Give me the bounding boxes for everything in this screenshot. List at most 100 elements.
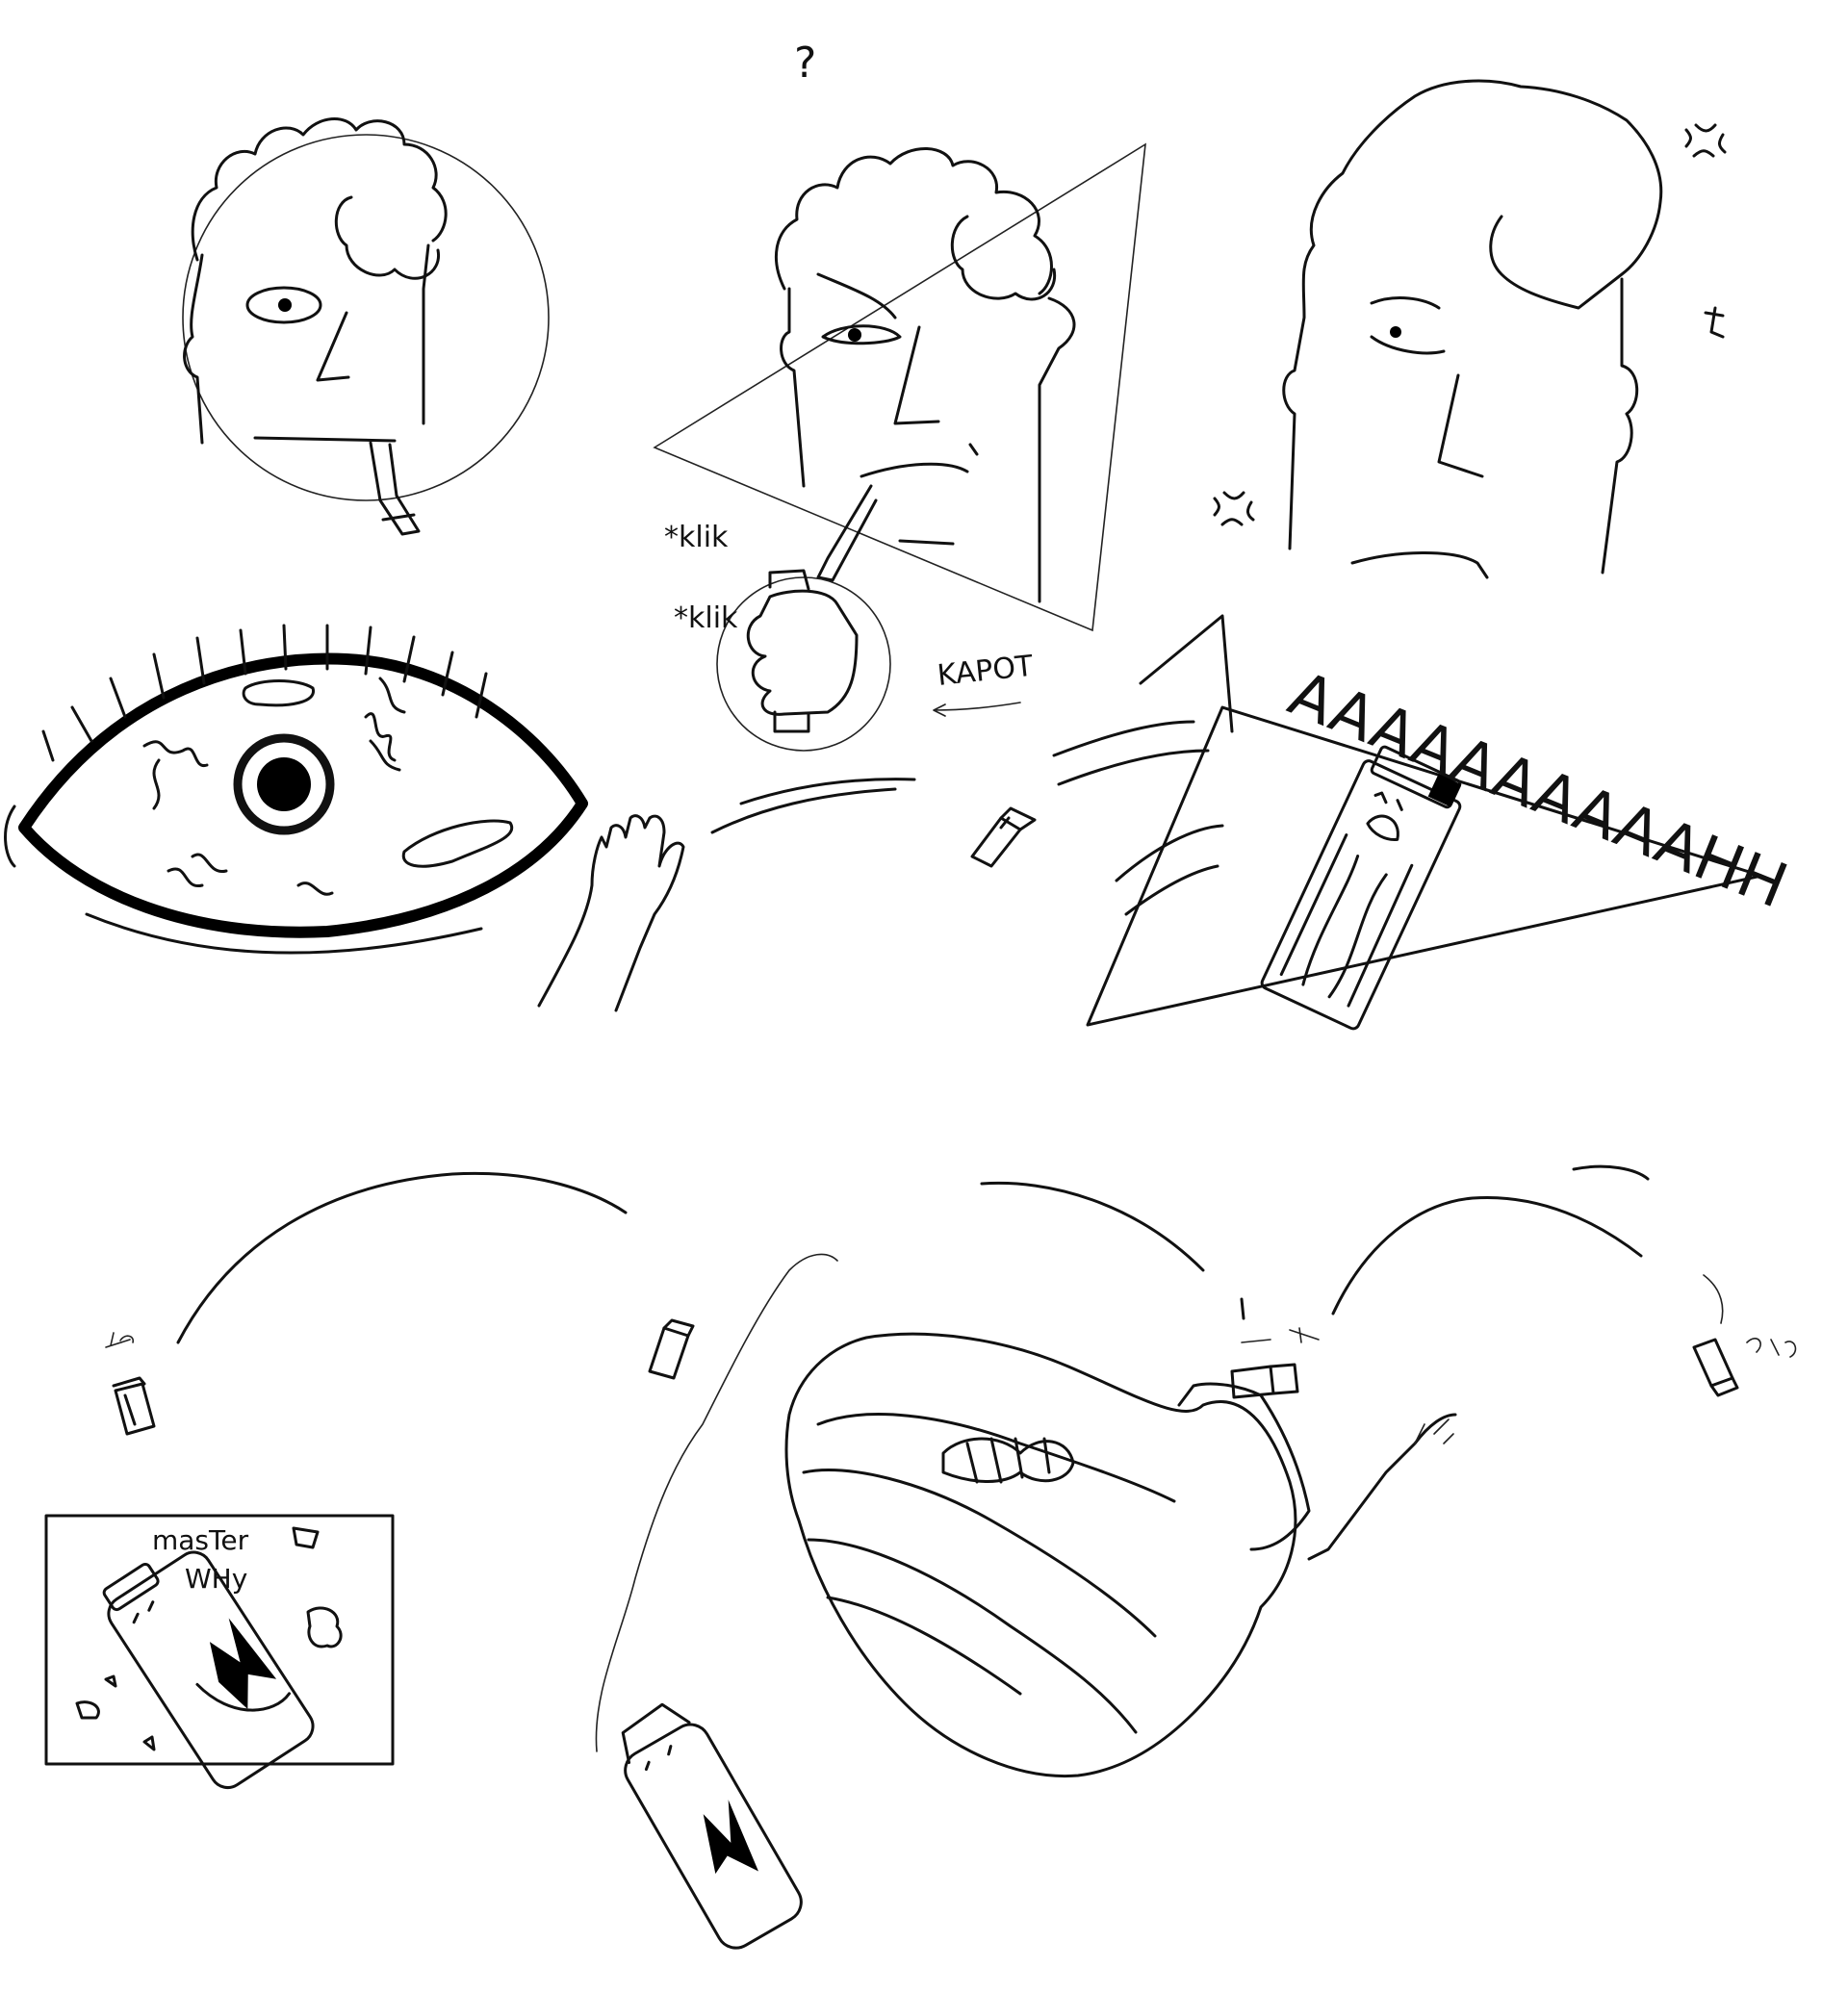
small-lighter-detail	[999, 816, 1011, 830]
pant-cuff	[1177, 1382, 1311, 1551]
panel-6-screaming-lighter: AAAAAAAAAAHH	[1052, 614, 1797, 1031]
shoe-sole-line	[816, 1413, 1176, 1503]
mouth	[860, 462, 969, 478]
stain	[75, 1700, 100, 1720]
motion-arc	[739, 778, 916, 805]
panel-1-circle-frame	[182, 134, 550, 501]
sad-lighter	[102, 1550, 315, 1790]
lighter-outline-detail	[195, 1682, 292, 1712]
motion-arc	[1115, 824, 1224, 882]
shoe-outline	[784, 1332, 1297, 1778]
wavy-trail	[595, 1253, 838, 1752]
squashed-lighter	[621, 1702, 803, 1950]
anger-vein-icon	[1213, 491, 1255, 526]
kapot-arrow	[933, 702, 1021, 717]
curly-hair	[774, 147, 1053, 295]
reaching-hand	[537, 814, 685, 1012]
motion-arc	[1124, 864, 1219, 916]
curly-hair	[191, 117, 448, 262]
pupil	[848, 328, 861, 342]
eyebrow	[1370, 296, 1441, 310]
sign-frame	[44, 1514, 395, 1766]
small-lighter-top	[999, 806, 1037, 831]
lighter-cap	[621, 1702, 691, 1765]
shoelace-crosses	[965, 1437, 1051, 1484]
triangle-frame-top	[1139, 614, 1234, 733]
sfx-click-2: *klik	[674, 601, 738, 635]
triangle-frame-bottom	[1086, 705, 1763, 1027]
bounce-arc-1	[176, 1171, 628, 1344]
lighter-sfx-mark	[1746, 1338, 1797, 1358]
bouncing-lighter-1	[105, 1332, 156, 1436]
lighter-inset-circle	[716, 576, 891, 752]
sparkle-mark	[1704, 306, 1725, 339]
bouncing-lighter-4	[1692, 1338, 1797, 1397]
nose	[893, 325, 940, 425]
stain	[142, 1735, 156, 1751]
lighter-wheel	[1427, 774, 1462, 807]
panel-4-bloodshot-eye	[4, 624, 685, 1012]
eye	[1370, 335, 1446, 355]
shoe-scribble	[802, 1469, 1157, 1638]
shoe-scribble	[807, 1538, 1138, 1734]
scream-text: AAAAAAAAAAHH	[1279, 658, 1797, 923]
lighter-eyes	[132, 1600, 155, 1624]
lighter-face	[644, 1745, 673, 1772]
lighter-flame-leaf	[209, 1618, 277, 1709]
hair-lock	[334, 195, 440, 280]
face-left-outline	[183, 253, 204, 445]
cigarette	[369, 441, 421, 536]
eye	[821, 324, 902, 345]
bounce-arc-4	[1572, 1164, 1650, 1181]
eye-highlight	[401, 819, 514, 868]
stain	[104, 1674, 117, 1688]
eye-corner-mark	[4, 805, 16, 868]
hair-and-head-outline	[1282, 79, 1663, 550]
eyelashes	[41, 624, 488, 762]
lower-lid-line	[85, 912, 483, 955]
big-lighter	[1260, 745, 1462, 1031]
lighter-sfx-mark	[105, 1332, 135, 1348]
sfx-kapot: KAPOT	[936, 650, 1035, 693]
eye-highlight	[242, 679, 315, 707]
motion-arc	[1057, 749, 1210, 786]
lighter-cap	[662, 1318, 695, 1338]
pupil	[1390, 326, 1401, 338]
anger-vein-icon	[1684, 123, 1727, 158]
cigarette-band	[381, 513, 416, 522]
panel-8-master-why-sign: masTer WHy	[44, 1514, 395, 1790]
panel-2-triangle-frame	[653, 142, 1146, 632]
panel-7-shoe-stomp	[621, 1332, 1457, 1950]
bouncing-lighter-3	[1230, 1327, 1320, 1399]
hair-lock	[950, 215, 1057, 301]
hand-holding-lighter	[746, 589, 859, 716]
bounce-arc-2	[980, 1181, 1205, 1272]
eye	[245, 286, 322, 324]
lighter-stripe	[123, 1393, 137, 1426]
stain	[306, 1606, 343, 1648]
eye-outline	[18, 652, 588, 938]
panel-1-smoking-man	[182, 117, 550, 536]
lighter-cap	[102, 1562, 160, 1612]
small-tick	[1240, 1297, 1245, 1320]
leg-motion-line	[1307, 1413, 1457, 1561]
bouncing-lighter-2	[648, 1318, 695, 1380]
lighter-screaming-mouth	[1366, 814, 1399, 841]
sign-text-2: WHy	[185, 1563, 247, 1595]
shoelaces	[941, 1437, 1075, 1483]
lighter-drips	[1279, 833, 1414, 1008]
face-left-outline	[780, 287, 806, 488]
sfx-click-1: *klik	[664, 521, 729, 554]
stain	[292, 1526, 320, 1549]
frown-mouth	[1350, 551, 1489, 579]
lighter-flame-leaf	[703, 1800, 758, 1875]
lighter-eyes	[1373, 791, 1403, 811]
face-right-outline	[422, 243, 430, 425]
iris	[233, 733, 335, 835]
lighter-bottom-in-hand	[773, 710, 810, 733]
panel-3-angry-man	[1213, 79, 1727, 579]
face-right-outline	[1601, 277, 1639, 575]
lighter-cap	[1709, 1376, 1739, 1397]
pupil	[257, 757, 311, 811]
